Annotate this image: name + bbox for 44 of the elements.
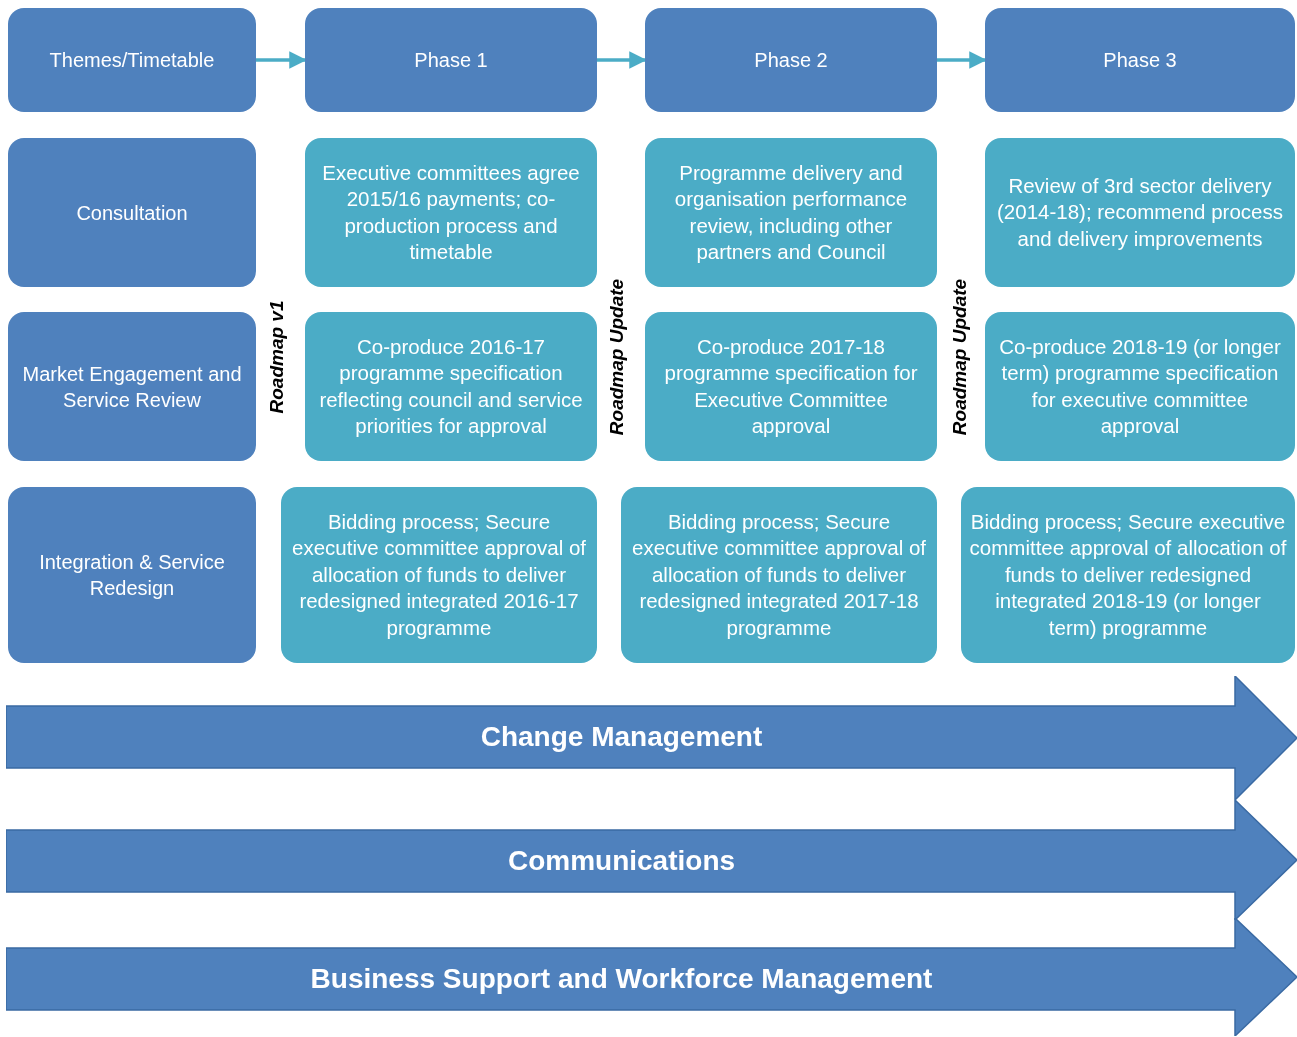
task-box — [305, 312, 597, 461]
box-text: Phase 2 — [754, 48, 828, 73]
box-text: Themes/Timetable — [49, 48, 215, 73]
task-box — [621, 487, 937, 663]
box-text: Phase 1 — [414, 48, 488, 73]
header-box — [8, 8, 256, 112]
box-text: Market Engagement and Service Review — [21, 361, 243, 413]
arrow — [937, 51, 987, 69]
header-box — [305, 8, 597, 112]
arrow — [597, 51, 647, 69]
header-box — [8, 312, 256, 461]
box-text: Co-produce 2016-17 programme specification reflecting council and service priorities for approval — [318, 333, 584, 439]
box-text: Integration & Service Redesign — [38, 550, 226, 601]
box-text: Programme delivery and organisation performance review, including other partners and Council — [673, 159, 909, 265]
arrow-label: Change Management — [480, 721, 763, 753]
box-text: Consultation — [76, 200, 188, 226]
box-text: Bidding process; Secure executive committee approval of allocation of funds to deliver redesigned integrated 2018-19 (or longer term) programme — [969, 508, 1287, 641]
arrow-label: Communications — [507, 845, 736, 877]
header-box — [8, 487, 256, 663]
box-text: Bidding process; Secure executive committee approval of allocation of funds to deliver redesigned integrated 2017-18 programme — [631, 508, 927, 641]
workstream-banner — [6, 918, 1297, 1036]
task-box — [645, 138, 937, 287]
task-box — [305, 138, 597, 287]
task-box — [961, 487, 1295, 663]
vertical-label: Roadmap Update — [606, 278, 628, 436]
arrow-label: Business Support and Workforce Management — [310, 963, 933, 995]
workstream-banner — [6, 800, 1297, 920]
arrow — [256, 51, 307, 69]
box-text: Co-produce 2017-18 programme specification for Executive Committee approval — [663, 333, 919, 439]
task-box — [985, 138, 1295, 287]
task-box — [645, 312, 937, 461]
box-text: Review of 3rd sector delivery (2014-18); recommend process and delivery improvements — [996, 172, 1284, 252]
box-text: Phase 3 — [1103, 48, 1177, 73]
header-box — [645, 8, 937, 112]
vertical-label: Roadmap v1 — [266, 300, 288, 414]
task-box — [985, 312, 1295, 461]
task-box — [281, 487, 597, 663]
box-text: Executive committees agree 2015/16 payments; co-production process and timetable — [321, 159, 581, 265]
workstream-banner — [6, 676, 1297, 800]
header-box — [985, 8, 1295, 112]
box-text: Co-produce 2018-19 (or longer term) programme specification for executive committee approval — [998, 333, 1282, 439]
header-box — [8, 138, 256, 287]
vertical-label: Roadmap Update — [949, 278, 971, 436]
box-text: Bidding process; Secure executive committee approval of allocation of funds to deliver redesigned integrated 2016-17 programme — [291, 508, 587, 641]
